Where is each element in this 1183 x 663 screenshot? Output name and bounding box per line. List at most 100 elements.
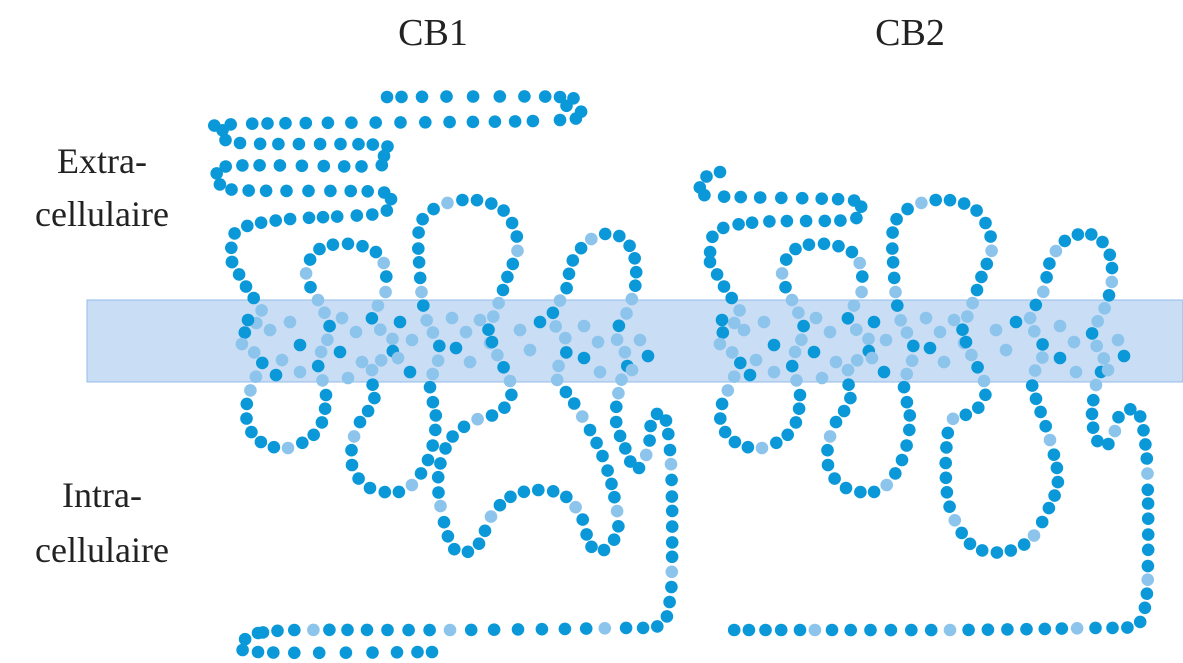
- cb2-nterm-residue: [854, 200, 868, 213]
- cb1-body-residue: [559, 331, 572, 345]
- cb2-body-residue: [887, 271, 901, 285]
- cb2-nterm-residue: [703, 245, 717, 259]
- cb2-body-residue: [825, 623, 839, 637]
- cb1-body-residue: [347, 430, 361, 443]
- cb1-nterm-residue: [228, 227, 241, 240]
- cb2-body-residue: [832, 239, 845, 253]
- cb1-body-residue: [414, 467, 428, 480]
- intracellular-label-line1: Intra-: [62, 475, 142, 515]
- cb2-nterm-residue: [698, 188, 711, 202]
- cb1-body-residue: [319, 388, 333, 402]
- cb2-membrane-residue: [1053, 351, 1067, 365]
- cb2-body-residue: [742, 623, 756, 637]
- cb1-body-residue: [457, 420, 471, 434]
- cb1-body-residue: [432, 486, 445, 499]
- cb2-nterm-residue: [780, 214, 794, 228]
- cb1-body-residue: [412, 255, 426, 269]
- cb1-body-residue: [361, 404, 375, 418]
- cb1-nterm-residue: [440, 90, 453, 103]
- cb2-body-residue: [900, 367, 913, 381]
- cb2-body-residue: [1141, 467, 1154, 480]
- cb1-body-residue: [311, 293, 325, 307]
- cb2-body-residue: [984, 230, 997, 243]
- cb1-body-residue: [552, 359, 565, 373]
- cb2-body-residue: [884, 623, 898, 637]
- cb2-nterm-residue: [713, 165, 727, 179]
- cb2-body-residue: [1091, 434, 1104, 448]
- cb2-membrane-residue: [829, 355, 843, 369]
- cb1-nterm-residue: [394, 116, 407, 129]
- cb1-nterm-residue: [352, 137, 365, 151]
- cb1-body-residue: [439, 442, 452, 455]
- cb2-body-residue: [943, 623, 957, 637]
- cb2-body-residue: [797, 319, 810, 333]
- cb1-body-residue: [579, 622, 593, 635]
- cb1-body-residue: [665, 536, 679, 549]
- cb1-nterm-residue: [375, 158, 389, 172]
- cb1-body-residue: [313, 242, 326, 256]
- cb1-body-residue: [318, 402, 332, 416]
- cb2-nterm-residue: [745, 216, 759, 229]
- cb1-nterm-residue: [261, 117, 274, 130]
- cb2-body-residue: [965, 348, 978, 362]
- cb1-body-residue: [443, 623, 457, 637]
- cb1-body-residue: [607, 533, 621, 546]
- cb2-body-residue: [1051, 475, 1065, 489]
- cb1-membrane-residue: [463, 355, 477, 369]
- cb1-body-residue: [665, 504, 679, 518]
- cb2-body-residue: [889, 285, 902, 299]
- cb2-nterm-residue: [717, 190, 731, 203]
- cb1-body-residue: [434, 499, 447, 513]
- cb2-membrane-residue: [807, 345, 821, 359]
- cb2-body-residue: [990, 546, 1004, 559]
- cb2-body-residue: [1112, 410, 1125, 424]
- cb1-body-residue: [566, 254, 580, 267]
- cb1-body-residue: [485, 409, 499, 422]
- cb1-body-residue: [624, 455, 637, 468]
- cb1-nterm-residue: [321, 116, 335, 130]
- cb2-membrane-residue: [923, 341, 937, 355]
- cb2-body-residue: [755, 441, 769, 455]
- cb1-membrane-residue: [333, 345, 347, 359]
- cb1-body-residue: [379, 285, 392, 299]
- cb1-body-residue: [446, 430, 459, 443]
- cb1-body-residue: [505, 216, 519, 230]
- cb2-body-residue: [962, 623, 975, 637]
- cb1-membrane-residue: [355, 355, 369, 369]
- cb2-body-residue: [1141, 543, 1155, 557]
- cb2-body-residue: [940, 441, 953, 454]
- cb2-body-residue: [759, 623, 772, 637]
- cb2-body-residue: [1141, 573, 1154, 586]
- cb1-body-residue: [434, 457, 447, 470]
- cb2-body-residue: [1124, 403, 1137, 416]
- cb1-nterm-residue: [302, 211, 316, 225]
- cb1-body-residue: [613, 429, 627, 443]
- cb1-body-residue: [365, 363, 379, 377]
- cb1-body-residue: [558, 622, 572, 636]
- cb1-body-residue: [417, 299, 430, 312]
- cb1-body-residue: [651, 620, 664, 633]
- cb2-body-residue: [880, 478, 893, 492]
- cb2-body-residue: [1102, 289, 1116, 302]
- cb2-body-residue: [900, 326, 914, 339]
- cb2-membrane-residue: [715, 313, 729, 327]
- cb2-body-residue: [1098, 302, 1111, 315]
- cb1-nterm-residue: [380, 204, 394, 217]
- cb2-membrane-residue: [809, 311, 823, 325]
- cb1-body-residue: [619, 621, 633, 635]
- cb1-body-residue: [412, 242, 425, 255]
- cb1-membrane-residue: [393, 315, 407, 329]
- cb2-body-residue: [929, 193, 942, 207]
- cb2-body-residue: [789, 416, 803, 429]
- cb2-body-residue: [886, 226, 899, 239]
- cb1-body-residue: [585, 232, 598, 246]
- cb2-residue-chain: [693, 165, 1155, 637]
- cb1-body-residue: [249, 370, 263, 384]
- cb2-body-residue: [1047, 448, 1061, 462]
- cb2-membrane-residue: [1069, 365, 1083, 379]
- cb2-body-residue: [828, 472, 841, 485]
- cb2-body-residue: [961, 310, 974, 323]
- cb2-body-residue: [1141, 528, 1155, 541]
- cb2-body-residue: [715, 397, 729, 411]
- cb2-body-residue: [897, 380, 911, 394]
